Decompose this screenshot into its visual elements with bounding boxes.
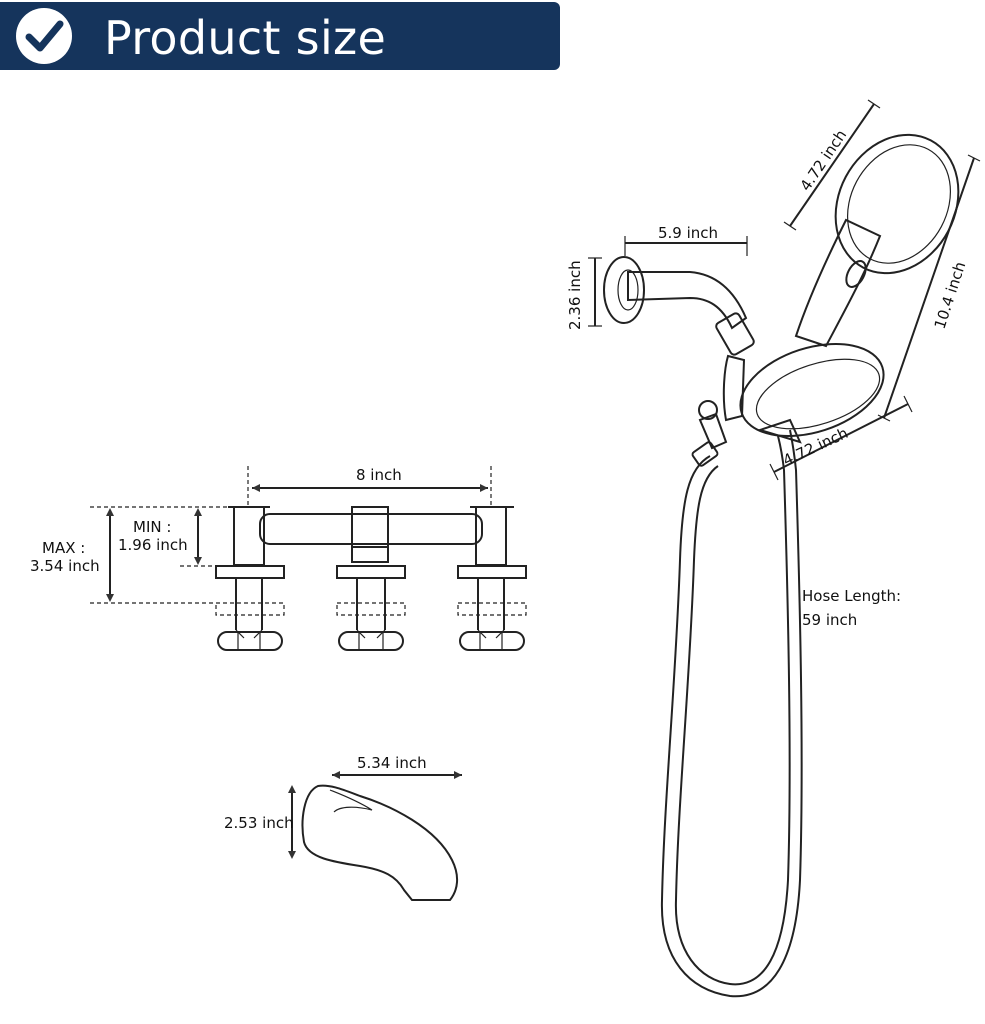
- tub-valve-set: 8 inch MIN : 1.96 inch MAX : 3.54 inch: [30, 466, 527, 651]
- fixed-shower-head: [698, 342, 885, 450]
- shower-system: 5.9 inch 2.36 inch 4.72 inch: [566, 99, 981, 998]
- spout-length-label: 5.34 inch: [357, 754, 427, 772]
- tub-spout: 5.34 inch 2.53 inch: [224, 754, 462, 901]
- header-banner: Product size: [0, 2, 560, 70]
- handheld-length-label: 10.4 inch: [931, 259, 970, 331]
- page-title: Product size: [104, 11, 387, 65]
- max-label: MAX :: [42, 539, 85, 557]
- min-value: 1.96 inch: [118, 536, 188, 554]
- hose-length-label: Hose Length:: [802, 587, 901, 605]
- shower-hose: [660, 429, 803, 998]
- shower-arm-label: 5.9 inch: [658, 224, 718, 242]
- spout-height-label: 2.53 inch: [224, 814, 294, 832]
- min-label: MIN :: [133, 518, 171, 536]
- hose-length-value: 59 inch: [802, 611, 857, 629]
- max-value: 3.54 inch: [30, 557, 100, 575]
- valve-spread-label: 8 inch: [356, 466, 402, 484]
- checkmark-circle-icon: [16, 8, 72, 64]
- flange-diameter-label: 2.36 inch: [566, 260, 584, 330]
